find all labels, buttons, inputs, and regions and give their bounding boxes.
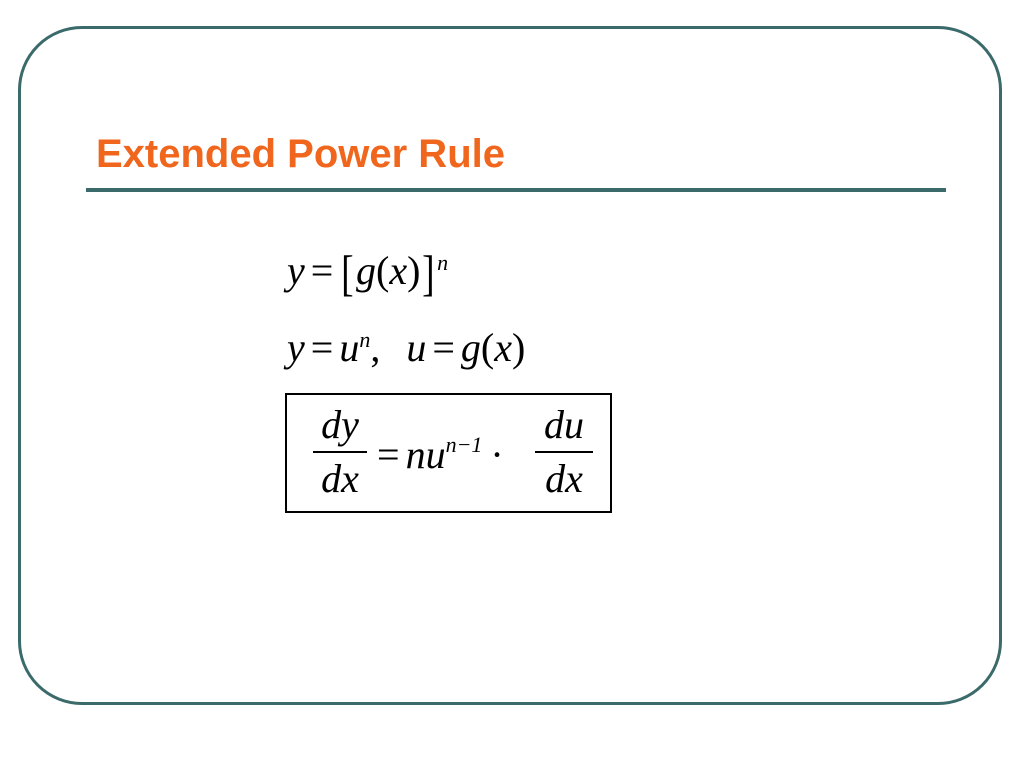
eq1-equals: = [310, 248, 334, 293]
equation-composite-power: y=[g(x)]n [287, 248, 448, 298]
frac1-denominator: dx [321, 456, 359, 501]
eq2-equals2: = [432, 325, 455, 370]
eq2-open-paren: ( [480, 325, 495, 370]
frac2-denominator: dx [545, 456, 583, 501]
boxed-exponent: n−1 [445, 432, 483, 457]
eq1-arg: x [389, 248, 408, 293]
eq2-lhs2: u [406, 325, 427, 370]
eq1-open-bracket: [ [341, 245, 354, 301]
eq2-close-paren: ) [511, 325, 526, 370]
eq2-equals: = [310, 325, 334, 370]
eq2-separator: , [370, 325, 381, 370]
equation-substitution: y=un,u=g(x) [287, 328, 525, 368]
title-underline [86, 188, 946, 192]
multiply-dot: · [490, 432, 504, 477]
eq1-exponent: n [437, 250, 449, 275]
eq2-func: g [460, 325, 481, 370]
eq1-close-bracket: ] [422, 245, 435, 301]
frac1-bar [313, 451, 367, 453]
eq1-func: g [355, 248, 376, 293]
boxed-equals: = [377, 432, 400, 477]
frac2-bar [535, 451, 593, 453]
fraction-du-dx: du dx [535, 403, 593, 501]
frac1-numerator: dy [321, 402, 359, 447]
eq2-lhs: y [287, 325, 305, 370]
eq1-open-paren: ( [375, 248, 390, 293]
eq1-lhs: y [287, 248, 305, 293]
boxed-derivative-formula: dy dx =nun−1 · du dx [285, 393, 612, 513]
slide-title: Extended Power Rule [96, 132, 505, 176]
slide-frame [18, 26, 1002, 705]
eq1-close-paren: ) [407, 248, 421, 293]
frac2-numerator: du [544, 402, 584, 447]
eq2-base: u [339, 325, 360, 370]
eq2-arg: x [494, 325, 512, 370]
boxed-coefficient: nu [405, 432, 446, 477]
fraction-dy-dx: dy dx [313, 403, 367, 501]
derivative-middle-terms: =nun−1 · [371, 432, 512, 477]
eq2-exponent: n [359, 327, 371, 352]
